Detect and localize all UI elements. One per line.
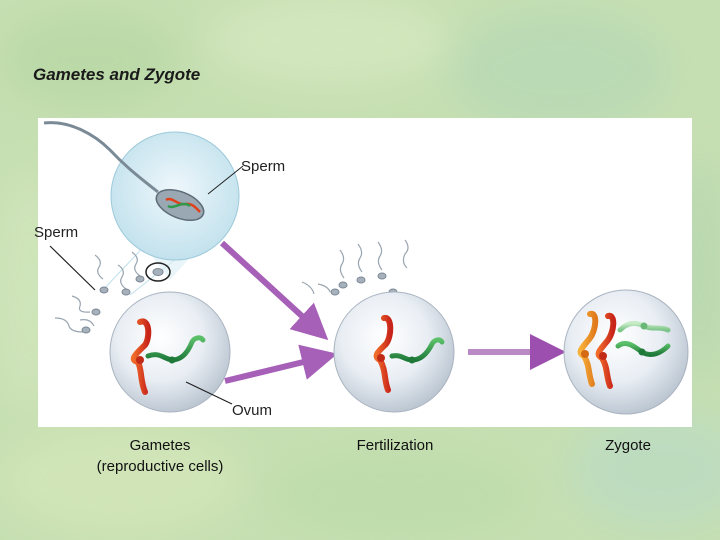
zygote-caption: Zygote [605, 437, 651, 454]
sperm-swarm-right [301, 239, 409, 296]
ovum-label: Ovum [232, 402, 273, 419]
ovum-cell [109, 291, 231, 413]
fertilization-illustration [43, 121, 689, 415]
fertilization-caption: Fertilization [356, 437, 434, 454]
fertilized-egg-cell [333, 291, 455, 413]
gametes-subcaption: (reproductive cells) [96, 458, 224, 475]
slide-title: Gametes and Zygote [33, 65, 201, 84]
sperm-label-left: Sperm [34, 224, 79, 241]
sperm-label-top: Sperm [241, 158, 286, 175]
fertilization-figure: Sperm Sperm Ovum [34, 118, 692, 427]
zygote-cell [563, 289, 689, 415]
gametes-caption: Gametes [129, 437, 191, 454]
sperm-swarm-left [54, 251, 164, 334]
sperm-magnification-callout [43, 121, 240, 296]
